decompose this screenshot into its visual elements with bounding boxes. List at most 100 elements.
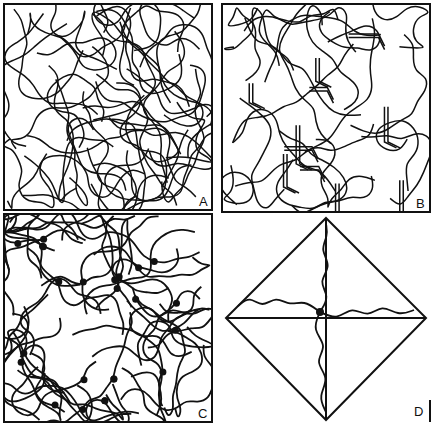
panel-frame bbox=[222, 4, 430, 212]
tetrahedron-outline bbox=[226, 218, 426, 420]
crosslink-dot bbox=[80, 278, 87, 285]
crystalline-stem bbox=[284, 150, 318, 162]
panel-letter: B bbox=[414, 196, 427, 211]
crystalline-stem bbox=[309, 88, 333, 100]
crystalline-stem bbox=[253, 83, 265, 108]
crystalline-stem bbox=[384, 107, 396, 148]
crystalline-stem bbox=[300, 170, 325, 182]
crosslink-dot bbox=[316, 308, 324, 316]
crystalline-stem bbox=[319, 58, 331, 87]
semicrystalline-chains bbox=[223, 5, 429, 211]
polymer-chain bbox=[86, 384, 131, 421]
polymer-chain bbox=[280, 5, 331, 144]
polymer-chain bbox=[361, 134, 429, 204]
amorphous-chains bbox=[5, 5, 211, 209]
polymer-chain bbox=[10, 215, 42, 278]
polymer-chain bbox=[12, 362, 96, 416]
panel-letter: D bbox=[412, 404, 425, 419]
polymer-chain bbox=[5, 306, 70, 402]
polymer-chain bbox=[67, 119, 179, 187]
crosslink-dot bbox=[52, 401, 59, 408]
polymer-chain bbox=[134, 5, 199, 50]
crosslink-dot bbox=[81, 376, 88, 383]
crosslink-dot bbox=[40, 236, 47, 243]
crystalline-stem bbox=[349, 38, 385, 50]
polymer-chain bbox=[5, 232, 80, 286]
crosslink-dot bbox=[111, 276, 118, 283]
polymer-chain bbox=[5, 314, 45, 402]
polymer-chain bbox=[102, 216, 172, 323]
crystalline-stem bbox=[309, 91, 333, 103]
polymer-chain bbox=[21, 279, 101, 355]
polymer-chain bbox=[91, 119, 145, 209]
polymer-chain bbox=[245, 18, 361, 116]
network-unit bbox=[226, 218, 426, 420]
crosslink-dot bbox=[151, 258, 158, 265]
polymer-chain bbox=[5, 230, 86, 315]
polymer-chain bbox=[225, 8, 294, 71]
crosslink-dot bbox=[79, 406, 86, 413]
crosslinked-chains bbox=[5, 215, 211, 421]
polymer-chain bbox=[81, 216, 158, 310]
crosslink-dot bbox=[114, 285, 121, 292]
crystalline-stem bbox=[284, 154, 296, 193]
polymer-chain bbox=[7, 155, 125, 208]
polymer-chain bbox=[279, 131, 347, 211]
crosslink-dot bbox=[110, 376, 117, 383]
crystalline-stem bbox=[336, 184, 348, 211]
panel-frame bbox=[4, 4, 212, 210]
network-chain bbox=[238, 300, 320, 312]
crosslink-dot bbox=[101, 397, 108, 404]
network-chain bbox=[320, 308, 414, 316]
crosslink-dot bbox=[20, 350, 27, 357]
polymer-chain bbox=[30, 353, 61, 420]
crosslink-dot bbox=[159, 369, 166, 376]
polymer-chain bbox=[18, 370, 123, 420]
crosslink-dot bbox=[39, 243, 46, 250]
polymer-chain bbox=[228, 8, 260, 81]
polymer-chain bbox=[5, 139, 54, 208]
polymer-chain bbox=[233, 44, 354, 143]
crosslink-dot bbox=[173, 300, 180, 307]
polymer-chain bbox=[265, 15, 381, 82]
polymer-chain bbox=[12, 47, 109, 149]
crosslink-dot bbox=[101, 397, 108, 404]
crystalline-stem bbox=[400, 180, 412, 211]
polymer-chain bbox=[148, 332, 202, 416]
polymer-chain bbox=[240, 98, 285, 208]
network-chain bbox=[320, 224, 328, 312]
panel-letter: A bbox=[197, 194, 210, 209]
crystalline-stem bbox=[287, 154, 299, 193]
polymer-chain bbox=[223, 165, 253, 204]
panel-edge bbox=[429, 400, 431, 422]
crosslink-dot bbox=[55, 278, 62, 285]
crystalline-stem bbox=[249, 83, 261, 108]
polymer-chain bbox=[62, 215, 131, 307]
polymer-chain bbox=[307, 6, 359, 110]
tetrahedron-edge bbox=[325, 218, 327, 420]
crosslink-dot bbox=[135, 264, 142, 271]
network-chain bbox=[316, 312, 326, 412]
polymer-chain bbox=[277, 160, 373, 209]
crosslink-dot bbox=[40, 243, 47, 250]
polymer-chain bbox=[133, 288, 211, 332]
panel-letter: C bbox=[196, 406, 209, 421]
crosslink-dot bbox=[172, 327, 179, 334]
panel-frame bbox=[4, 214, 212, 422]
polymer-chain bbox=[14, 9, 83, 99]
polymer-chain bbox=[41, 215, 112, 285]
crystalline-stem bbox=[388, 107, 400, 148]
polymer-chain bbox=[49, 66, 77, 201]
crosslink-dot bbox=[132, 296, 139, 303]
polymer-chain bbox=[126, 132, 211, 201]
polymer-chain bbox=[13, 332, 92, 421]
crosslink-dot bbox=[110, 376, 117, 383]
polymer-chain bbox=[120, 22, 203, 126]
polymer-chain bbox=[92, 287, 201, 360]
polymer-chain bbox=[27, 128, 181, 154]
crosslink-dot bbox=[18, 359, 25, 366]
crosslink-dot bbox=[14, 240, 21, 247]
crystalline-stem bbox=[296, 125, 308, 170]
polymer-chain bbox=[51, 5, 117, 69]
